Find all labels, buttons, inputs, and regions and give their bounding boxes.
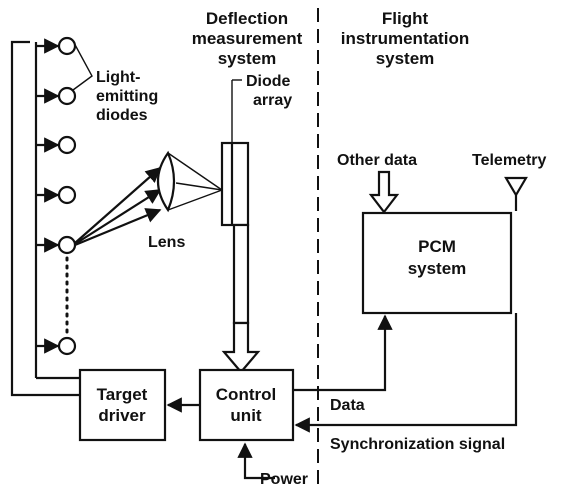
- flight-heading-2: instrumentation: [341, 29, 469, 48]
- leds-label-3: diodes: [96, 107, 148, 124]
- deflection-heading-2: measurement: [192, 29, 303, 48]
- led-n: [57, 336, 77, 356]
- pcm-label-1: PCM: [418, 237, 456, 256]
- diode-array-label-1: Diode: [246, 73, 291, 90]
- led-4: [57, 185, 77, 205]
- target-driver-label-2: driver: [98, 406, 146, 425]
- telemetry-label: Telemetry: [472, 152, 547, 169]
- flight-heading-1: Flight: [382, 9, 429, 28]
- leds-label-2: emitting: [96, 88, 158, 105]
- data-label: Data: [330, 397, 365, 414]
- pcm-label-2: system: [408, 259, 467, 278]
- lens-label: Lens: [148, 234, 185, 251]
- deflection-heading-3: system: [218, 49, 277, 68]
- target-driver-label-1: Target: [97, 385, 148, 404]
- sync-line: [294, 313, 518, 433]
- pcm-system-box: [361, 211, 513, 315]
- other-data-arrow: [368, 170, 400, 214]
- deflection-heading-1: Deflection: [206, 9, 288, 28]
- power-arrow: [237, 442, 275, 480]
- flight-heading-3: system: [376, 49, 435, 68]
- led-2: [57, 86, 77, 106]
- led-1: [57, 36, 77, 56]
- control-unit-box: [198, 368, 295, 442]
- sync-label: Synchronization signal: [330, 436, 505, 453]
- light-rays: [74, 166, 162, 247]
- diode-array: [220, 141, 250, 325]
- led-5: [57, 235, 77, 255]
- lens: [157, 150, 223, 213]
- outer-feedback-line: [10, 40, 80, 397]
- light-emitting-diodes: [57, 36, 77, 356]
- array-to-control-arrow: [221, 321, 261, 374]
- led-branches: [36, 38, 60, 354]
- control-unit-label-2: unit: [230, 406, 261, 425]
- leds-bracket: [72, 40, 93, 91]
- diode-array-label-2: array: [253, 92, 292, 109]
- led-3: [57, 135, 77, 155]
- leds-label-1: Light-: [96, 69, 140, 86]
- power-label: Power: [260, 471, 308, 488]
- target-driver-box: [78, 368, 167, 442]
- other-data-label: Other data: [337, 152, 417, 169]
- telemetry-antenna: [504, 176, 528, 211]
- control-unit-label-1: Control: [216, 385, 276, 404]
- data-line: [293, 314, 393, 392]
